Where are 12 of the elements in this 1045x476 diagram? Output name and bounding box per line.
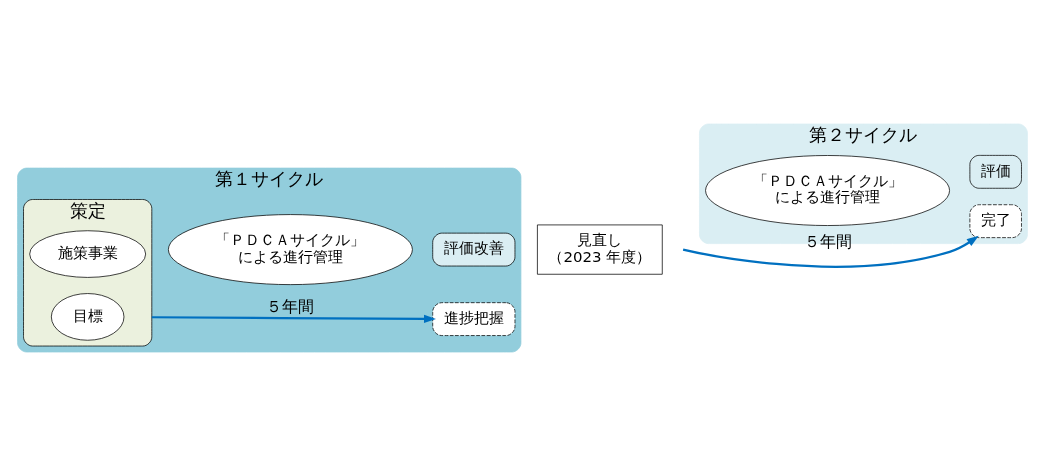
node-box: 評価改善 [432,232,516,267]
node-box: 完了 [969,204,1022,238]
node-box: 進捗把握 [432,302,516,336]
node-ellipse: 「ＰＤＣＡサイクル」 による進行管理 [168,214,413,285]
node-ellipse: 目標 [50,293,125,341]
edge-label: ５年間 [266,297,315,317]
node-box: 評価 [969,155,1022,189]
arrow [682,235,979,268]
node-box: 見直し （2023 年度） [537,224,663,275]
node-ellipse: 施策事業 [29,230,147,278]
node-ellipse: 「ＰＤＣＡサイクル」 による進行管理 [705,155,950,226]
arrow [151,314,436,324]
